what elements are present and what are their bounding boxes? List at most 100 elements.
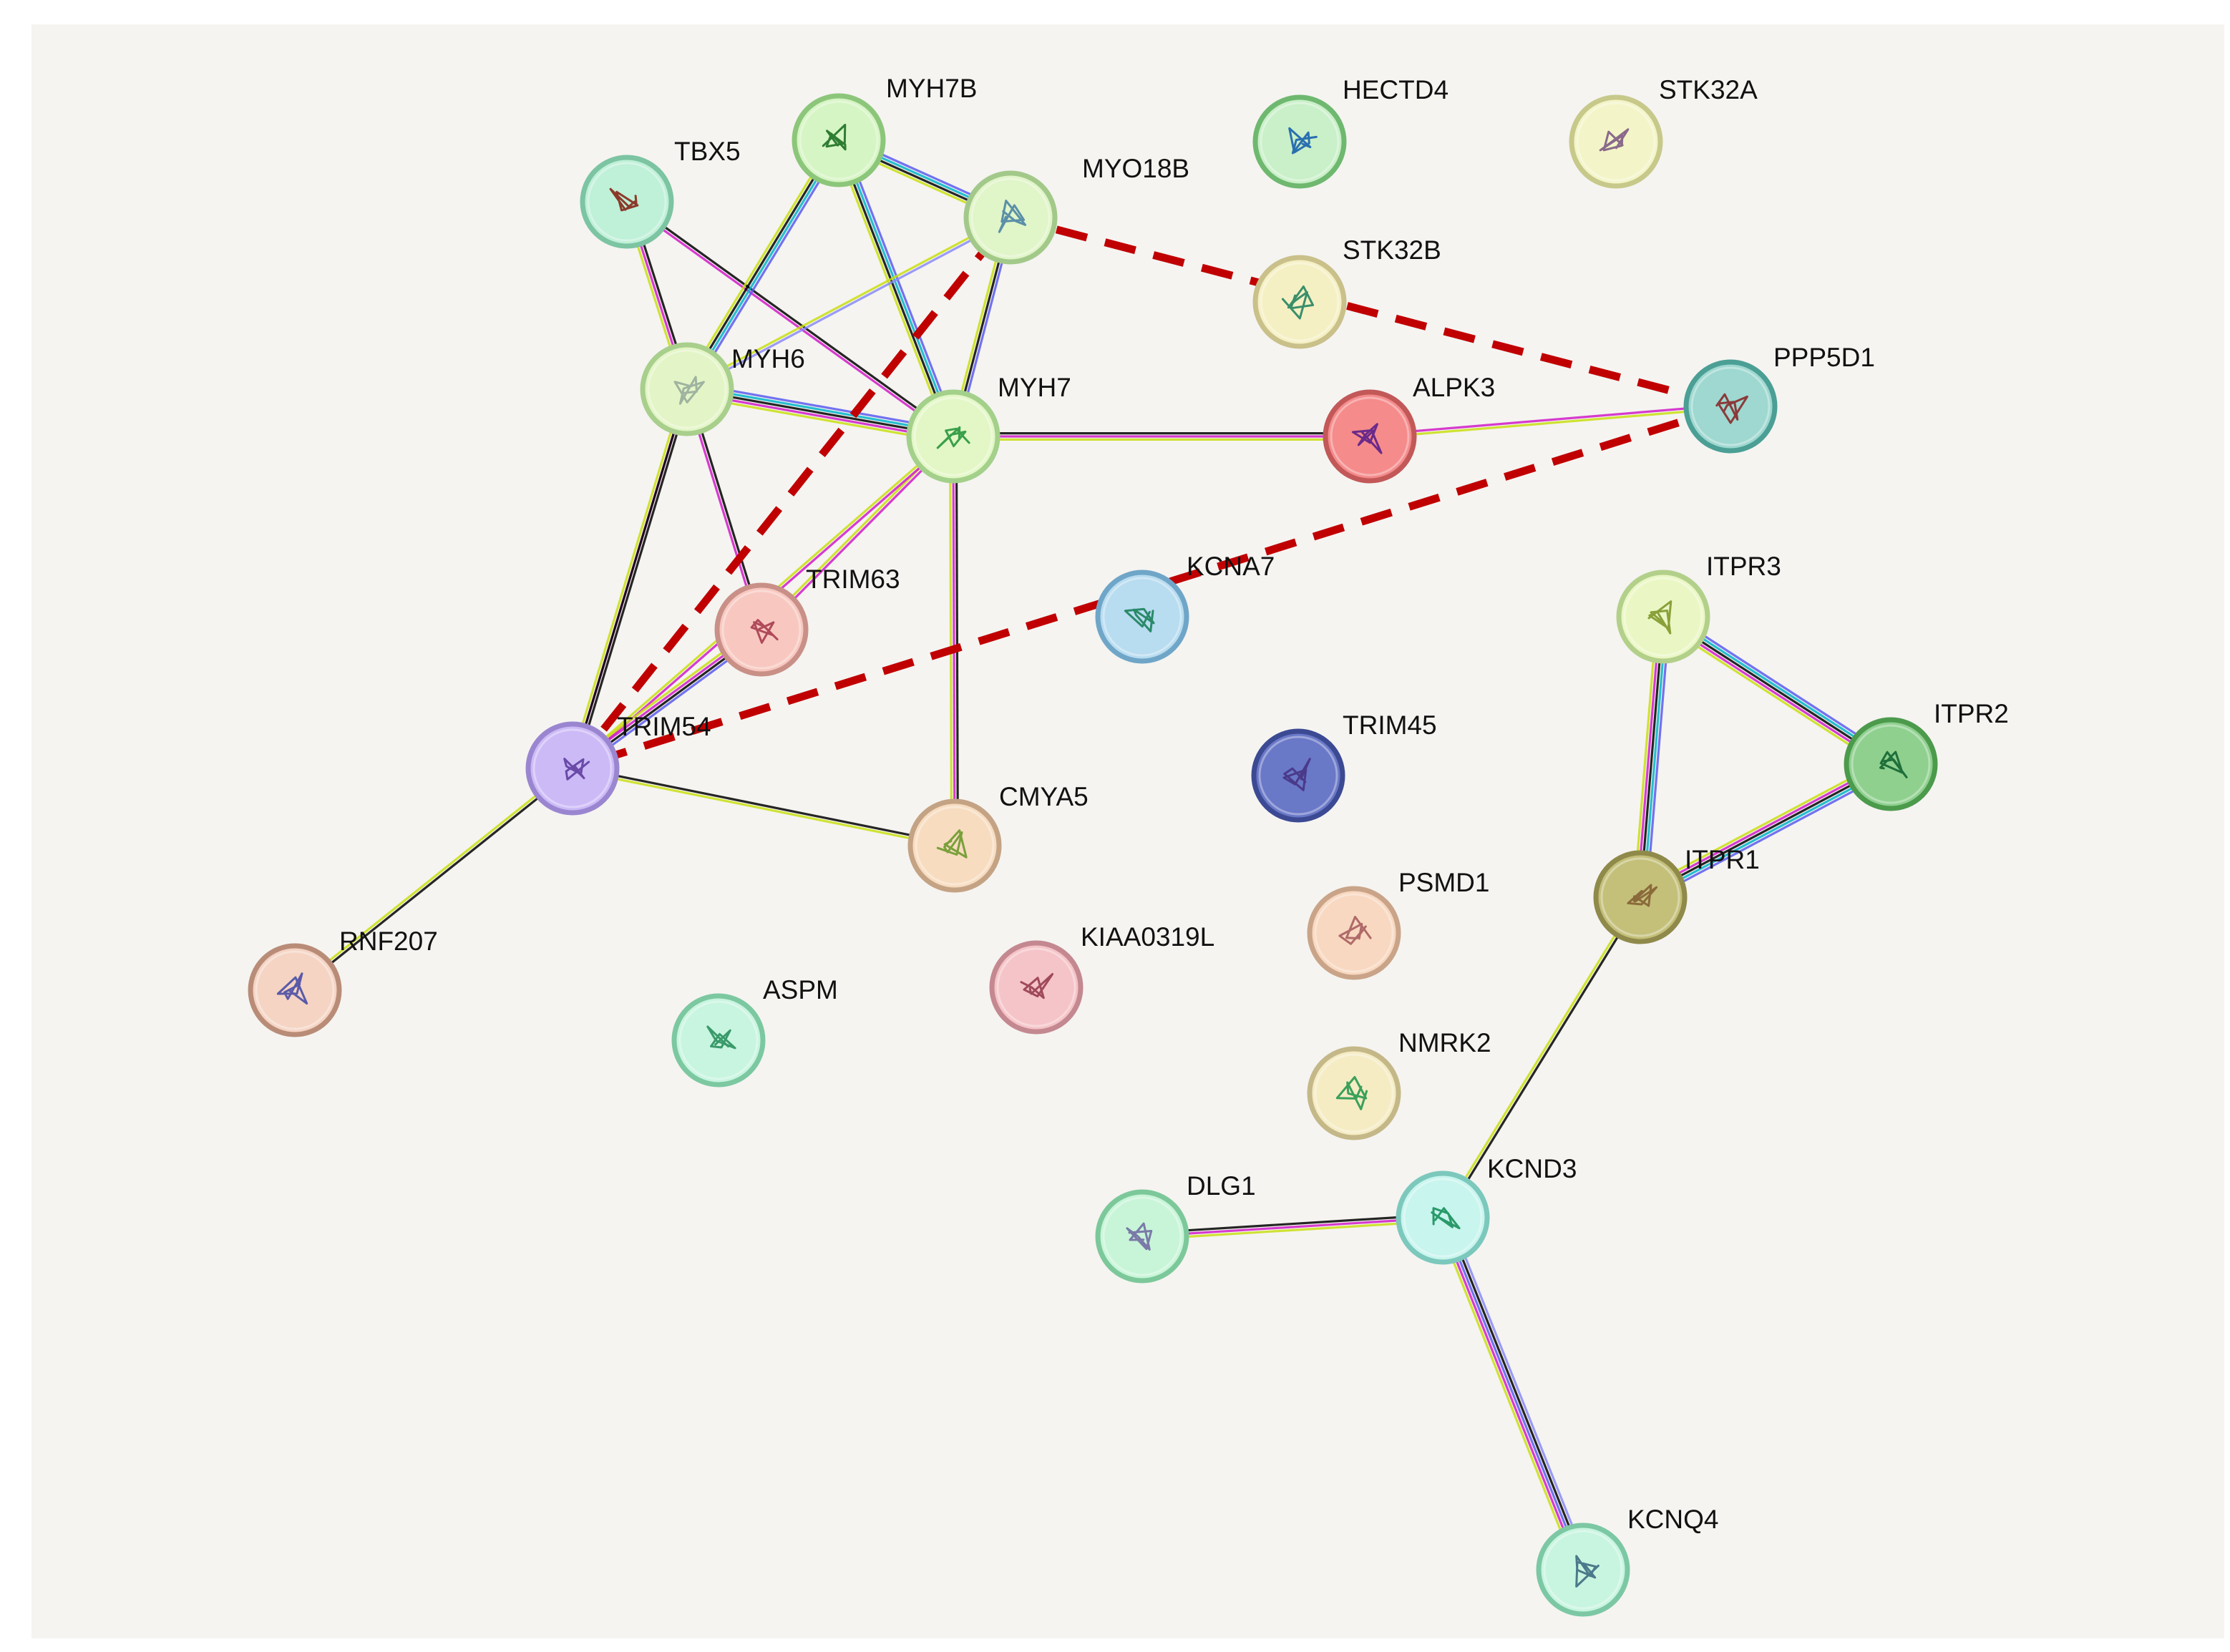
node-label: MYO18B <box>1082 154 1189 183</box>
node-sheen <box>1314 1053 1394 1133</box>
node-rnf207[interactable]: RNF207 <box>248 927 438 1037</box>
node-itpr3[interactable]: ITPR3 <box>1616 552 1781 664</box>
node-label: TRIM54 <box>617 712 711 741</box>
node-circle[interactable] <box>714 582 809 677</box>
edge-ALPK3-PPP5D1[interactable] <box>1369 404 1731 439</box>
edge-TRIM54-RNF207[interactable] <box>293 766 575 992</box>
structure-glyph-icon <box>750 619 779 644</box>
node-itpr1[interactable]: ITPR1 <box>1593 845 1760 944</box>
edge-evidence-line <box>1444 1216 1587 1569</box>
structure-glyph-icon <box>1020 973 1054 999</box>
node-circle[interactable] <box>1307 886 1401 980</box>
node-sheen <box>996 947 1076 1027</box>
node-trim63[interactable]: TRIM63 <box>714 564 900 677</box>
node-kcna7[interactable]: KCNA7 <box>1095 552 1275 664</box>
node-myh7[interactable]: MYH7 <box>906 373 1071 484</box>
edge-evidence-line <box>573 766 955 846</box>
node-trim45[interactable]: TRIM45 <box>1251 710 1437 823</box>
node-circle[interactable] <box>906 389 1000 484</box>
node-sheen <box>587 162 667 242</box>
node-alpk3[interactable]: ALPK3 <box>1323 373 1495 484</box>
edge-ITPR1-KCND3[interactable] <box>1440 896 1643 1219</box>
node-hectd4[interactable]: HECTD4 <box>1252 75 1448 189</box>
node-circle[interactable] <box>1844 717 1938 811</box>
edge-KCND3-KCNQ4[interactable] <box>1436 1215 1590 1573</box>
node-circle[interactable] <box>1323 389 1417 484</box>
node-kcnq4[interactable]: KCNQ4 <box>1536 1505 1718 1617</box>
edge-MYH7-ALPK3[interactable] <box>953 431 1370 441</box>
node-circle[interactable] <box>580 155 674 249</box>
node-circle[interactable] <box>1396 1170 1490 1265</box>
structure-glyph-icon <box>1879 751 1908 778</box>
node-tbx5[interactable]: TBX5 <box>580 137 741 249</box>
edge-evidence-line <box>295 768 575 992</box>
edge-ITPR3-ITPR1[interactable] <box>1632 616 1671 898</box>
edge-ITPR2-ITPR1[interactable] <box>1637 757 1894 904</box>
structure-glyph-icon <box>1288 127 1318 155</box>
node-circle[interactable] <box>1536 1523 1630 1617</box>
node-label: NMRK2 <box>1398 1028 1491 1057</box>
node-myh7b[interactable]: MYH7B <box>792 74 977 187</box>
node-label: STK32A <box>1659 75 1758 104</box>
edge-TRIM54-CMYA5[interactable] <box>572 766 955 849</box>
node-circle[interactable] <box>1569 94 1663 189</box>
edge-evidence-line <box>568 388 686 768</box>
node-stk32a[interactable]: STK32A <box>1569 75 1758 189</box>
node-circle[interactable] <box>907 798 1002 893</box>
node-sheen <box>678 1000 759 1080</box>
node-circle[interactable] <box>640 342 734 436</box>
node-nmrk2[interactable]: NMRK2 <box>1307 1028 1491 1140</box>
node-dlg1[interactable]: DLG1 <box>1095 1171 1256 1284</box>
edge-evidence-line <box>1142 1219 1443 1241</box>
node-label: ITPR2 <box>1934 699 2009 728</box>
node-sheen <box>915 806 995 886</box>
edge-MYO18B-MYH6[interactable] <box>686 215 1012 392</box>
edge-TBX5-MYH7[interactable] <box>625 199 955 439</box>
node-myo18b[interactable]: MYO18B <box>963 154 1189 265</box>
node-psmd1[interactable]: PSMD1 <box>1307 868 1489 980</box>
node-stk32b[interactable]: STK32B <box>1252 235 1441 349</box>
node-sheen <box>1403 1178 1483 1258</box>
edge-MYH6-TRIM54[interactable] <box>571 388 688 769</box>
edge-DLG1-KCND3[interactable] <box>1141 1213 1443 1241</box>
node-circle[interactable] <box>248 943 342 1037</box>
node-circle[interactable] <box>989 940 1084 1035</box>
edge-evidence-line <box>1447 1215 1590 1568</box>
structure-glyph-icon <box>1627 884 1658 907</box>
node-label: HECTD4 <box>1343 75 1448 104</box>
structure-glyph-icon <box>706 1025 736 1050</box>
edge-evidence-line <box>948 436 953 846</box>
nodes-layer: TBX5 MYH7B MYO18B HECTD4 STK32A STK32B MYH6 MYH… <box>248 74 2009 1617</box>
node-trim54[interactable]: TRIM54 <box>525 712 711 816</box>
node-ppp5d1[interactable]: PPP5D1 <box>1683 343 1875 454</box>
edge-MYH7-CMYA5[interactable] <box>948 436 960 846</box>
edge-MYH7B-MYH6[interactable] <box>681 137 844 393</box>
edge-evidence-line <box>681 137 836 388</box>
node-sheen <box>1314 893 1394 973</box>
node-circle[interactable] <box>1095 570 1189 664</box>
edge-evidence-line <box>572 768 955 849</box>
edge-evidence-line <box>687 218 1012 392</box>
node-itpr2[interactable]: ITPR2 <box>1844 699 2009 811</box>
node-myh6[interactable]: MYH6 <box>640 342 805 436</box>
node-sheen <box>1851 724 1931 804</box>
node-circle[interactable] <box>1252 94 1347 189</box>
node-cmya5[interactable]: CMYA5 <box>907 782 1089 893</box>
node-kcnd3[interactable]: KCND3 <box>1396 1154 1577 1265</box>
node-label: ALPK3 <box>1413 373 1495 402</box>
edge-evidence-line <box>1637 757 1889 893</box>
node-circle[interactable] <box>1095 1189 1189 1284</box>
edge-evidence-line <box>293 766 573 990</box>
node-label: ITPR1 <box>1685 845 1760 874</box>
node-sheen <box>799 100 879 180</box>
node-sheen <box>1600 857 1680 937</box>
edge-MYH7B-MYH7[interactable] <box>833 138 959 439</box>
node-sheen <box>1543 1530 1623 1610</box>
node-circle[interactable] <box>1252 255 1347 349</box>
node-kiaa0319l[interactable]: KIAA0319L <box>989 922 1214 1035</box>
edge-evidence-line <box>1642 617 1667 898</box>
node-label: KCNA7 <box>1187 552 1275 581</box>
edge-evidence-line <box>684 139 839 389</box>
node-aspm[interactable]: ASPM <box>671 975 838 1088</box>
node-circle[interactable] <box>1616 570 1710 664</box>
